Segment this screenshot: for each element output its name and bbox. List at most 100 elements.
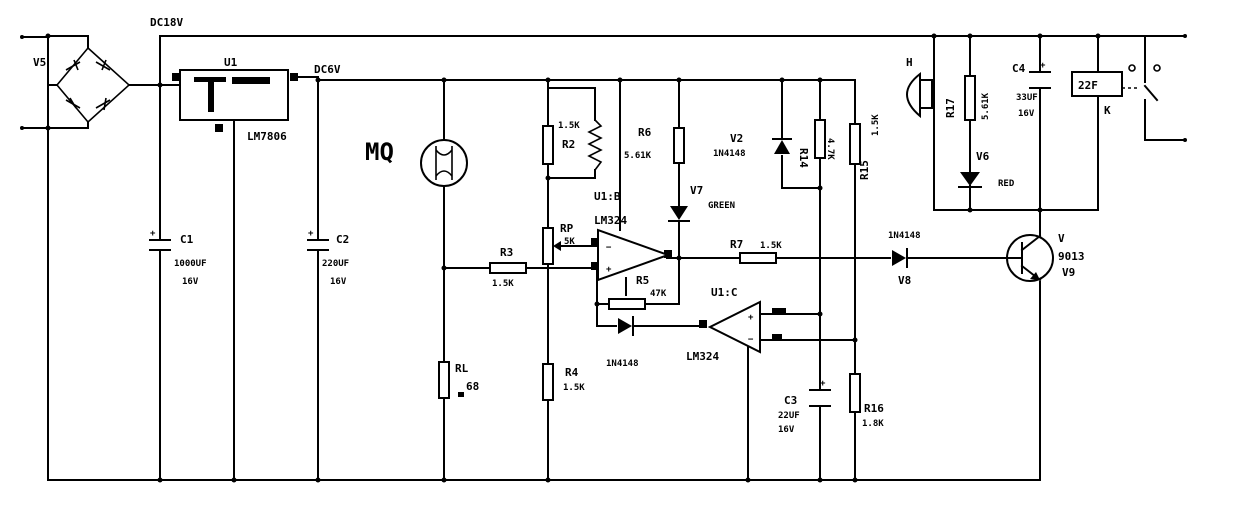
capacitor-c4: + C4 33UF 16V [1012,61,1051,119]
rp-label: RP [560,222,574,235]
relay-ref-label: K [1104,104,1111,117]
v6-color-label: RED [998,179,1015,189]
r7-label: R7 [730,238,743,251]
svg-text:+: + [820,379,826,389]
capacitor-c1: + C1 1000UF 16V [149,229,207,287]
v2-part-label: 1N4148 [713,149,746,159]
c2-value-label: 220UF [322,259,349,269]
svg-text:+: + [606,265,612,275]
r15-value-label: 1.5K [871,114,881,136]
dc6v-label: DC6V [314,63,341,76]
resistor-r6: R6 5.61K [624,126,685,164]
mq-label: MQ [365,138,394,166]
r6-label: R6 [638,126,652,139]
rl-value-label: 68 [466,380,479,393]
c1-value-label: 1000UF [174,259,207,269]
diode-feedback: 1N4148 [606,316,639,369]
u1c-label: U1:C [711,286,738,299]
svg-text:−: − [606,243,612,253]
regulator-u1: U1 LM7806 [179,56,289,143]
r15-label: R15 [858,160,871,180]
r16-label: R16 [864,402,884,415]
c3-label: C3 [784,394,797,407]
resistor-r17: R17 5.61K [944,75,991,121]
resistor-r16: R16 1.8K [849,373,884,429]
r14-value-label: 4.7K [825,138,835,160]
h-label: H [906,56,913,69]
u1-part-label: LM7806 [247,130,287,143]
c4-voltage-label: 16V [1018,109,1035,119]
diode-v2: V2 1N4148 [713,132,792,159]
gas-sensor-mq: MQ [365,138,468,187]
r3-value-label: 1.5K [492,279,514,289]
led-v6: V6 RED [958,150,1015,189]
v5-label: V5 [33,56,46,69]
capacitor-c2: + C2 220UF 16V [307,229,349,287]
v7-color-label: GREEN [708,201,735,211]
opamp-u1b: − + U1:B LM324 [594,190,671,282]
v8-label: V8 [898,274,911,287]
svg-text:+: + [1040,61,1046,71]
diode-feedback-part-label: 1N4148 [606,359,639,369]
rp-value-label: 5K [564,237,575,247]
diode-v8: 1N4148 V8 [888,231,921,287]
v8-part-label: 1N4148 [888,231,921,241]
svg-text:−: − [748,335,754,345]
v9-ref-label: V9 [1062,266,1075,279]
r17-label: R17 [944,98,957,118]
resistor-r3: R3 1.5K [489,246,527,289]
r3-label: R3 [500,246,513,259]
v2-label: V2 [730,132,743,145]
resistor-r4: R4 1.5K [542,363,585,401]
v6-label: V6 [976,150,990,163]
r14-label: R14 [797,148,810,168]
resistor-rl: RL 68 [438,361,479,399]
v9-part-label: 9013 [1058,250,1085,263]
r6-value-label: 5.61K [624,151,652,161]
relay-k: 22F K [1071,64,1161,117]
c4-value-label: 33UF [1016,93,1038,103]
r5-value-label: 47K [650,289,667,299]
c1-voltage-label: 16V [182,277,199,287]
c1-label: C1 [180,233,194,246]
u1c-part-label: LM324 [686,350,719,363]
r7-value-label: 1.5K [760,241,782,251]
r16-value-label: 1.8K [862,419,884,429]
svg-text:+: + [308,229,314,239]
c2-voltage-label: 16V [330,277,347,287]
potentiometer-rp: RP 5K [542,222,575,265]
r2-value-label: 1.5K [558,121,580,131]
u1b-label: U1:B [594,190,621,203]
c3-value-label: 22UF [778,411,800,421]
buzzer-h: H [906,56,933,119]
opamp-u1c: + − U1:C LM324 [686,286,761,363]
rl-label: RL [455,362,469,375]
capacitor-c3: + C3 22UF 16V [778,379,831,435]
resistor-r5: R5 47K [608,274,667,310]
resistor-r15: R15 1.5K [849,114,881,180]
c2-label: C2 [336,233,349,246]
resistor-r7: R7 1.5K [730,238,782,264]
r4-value-label: 1.5K [563,383,585,393]
bridge-rectifier-v5: V5 [33,46,131,124]
transistor-v9: V 9013 V9 [1006,232,1085,282]
r5-label: R5 [636,274,649,287]
relay-label: 22F [1078,79,1098,92]
dc18v-label: DC18V [150,16,183,29]
resistor-r2: 1.5K R2 [542,119,603,171]
v7-label: V7 [690,184,703,197]
resistor-r14: R14 4.7K [797,119,835,168]
r4-label: R4 [565,366,579,379]
pin-markers [172,73,786,397]
v9-label: V [1058,232,1065,245]
c4-label: C4 [1012,62,1026,75]
svg-text:+: + [150,229,156,239]
r17-value-label: 5.61K [981,92,991,120]
svg-text:+: + [748,313,754,323]
led-v7: V7 GREEN [668,184,735,222]
c3-voltage-label: 16V [778,425,795,435]
u1b-part-label: LM324 [594,214,627,227]
u1-label: U1 [224,56,238,69]
junctions [20,33,1187,483]
